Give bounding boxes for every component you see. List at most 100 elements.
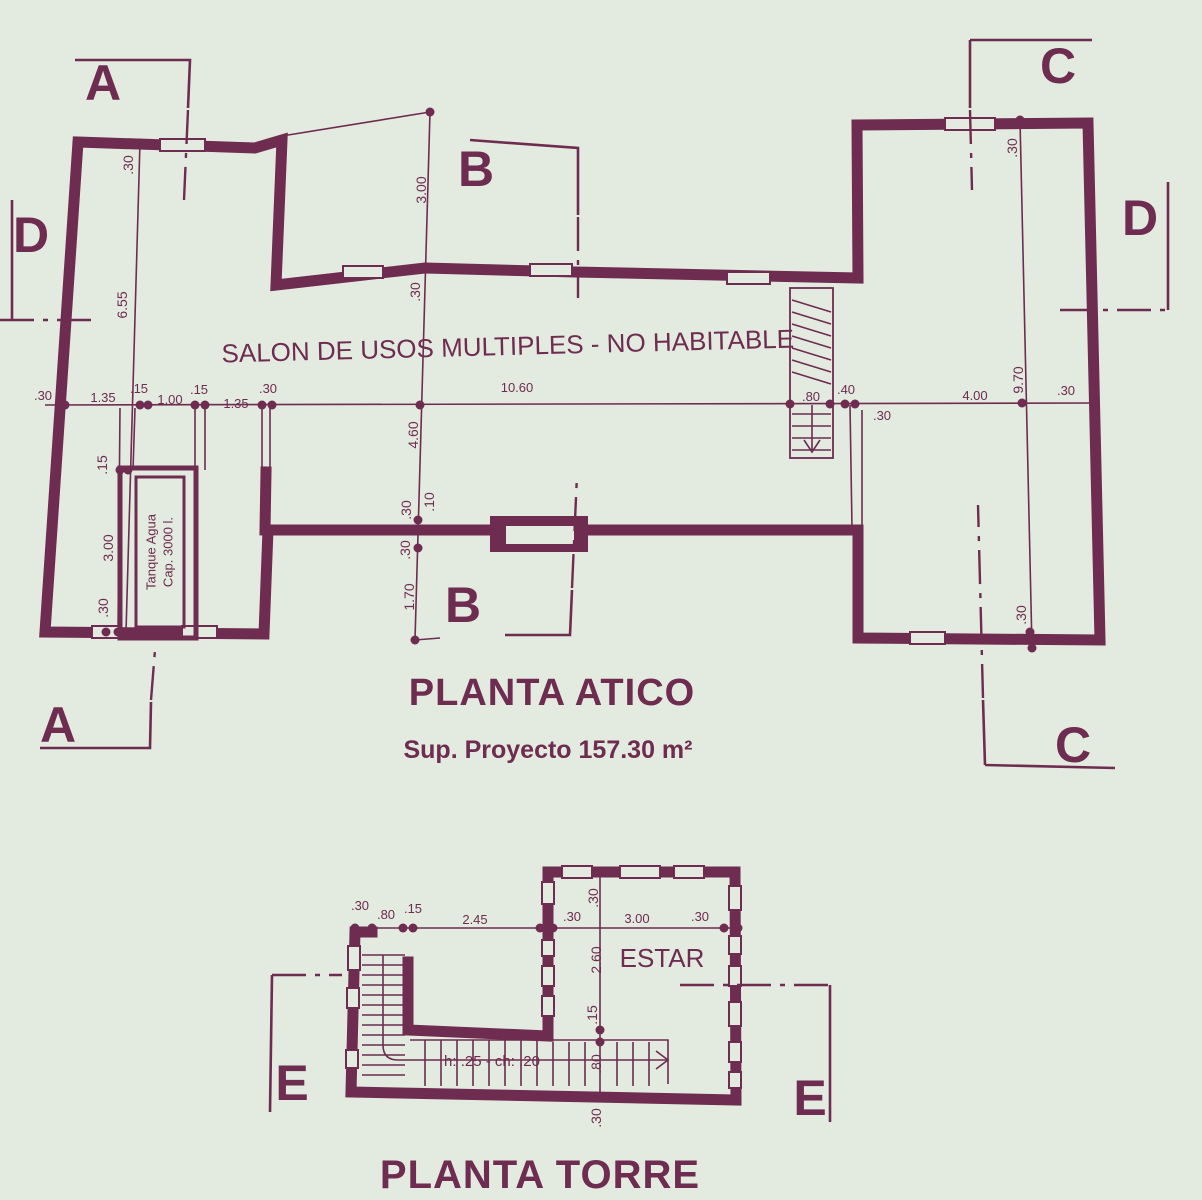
dimension-dot [595,1037,605,1047]
right-vertical-dimension-line [1019,119,1033,649]
dim-h: 2.45 [462,912,487,927]
dim-v-center: .30 [407,282,423,302]
section-d-left-label: D [13,207,49,263]
dim-h: .30 [259,381,277,396]
right-wing-edge-lines [849,404,863,529]
dimension-dot [1025,627,1035,637]
window-bottom-left-2 [181,625,218,639]
main-horizontal-dimension-line [44,402,1101,406]
water-tank-capacity: Cap. 3000 l. [161,517,176,587]
atico-section-lines [0,38,1172,770]
dim-v-center: .10 [421,492,437,512]
section-e-left-label: E [275,1055,308,1111]
dim-h: .30 [351,898,369,913]
dimension-dot [367,923,377,933]
section-a-top-line [75,58,192,109]
dimension-dot [1017,398,1027,408]
section-a-top-label: A [85,55,121,111]
window-upper-middle-1 [342,265,384,279]
dim-v-center: .30 [397,540,413,560]
dimension-dot [350,923,360,933]
window-torre-left-2 [541,939,555,957]
window-top-left [159,138,206,152]
dim-v: .30 [585,888,601,908]
window-torre-right-4 [728,1001,742,1027]
window-torre-right-6 [728,1071,742,1089]
dim-h: .30 [34,388,52,403]
dim-h: .15 [190,382,208,397]
dim-v-left: 6.55 [114,291,130,318]
window-upper-middle-2 [529,263,573,277]
dim-h: 3.00 [624,911,649,926]
dim-v-left: .30 [95,598,111,618]
section-d-right-label: D [1122,190,1158,246]
dim-h: .30 [691,909,709,924]
atico-stairs [789,287,834,459]
section-e-left-line [268,974,274,1113]
dimension-dot [398,923,408,933]
window-torre-top-1 [561,865,593,879]
dimension-dot [535,923,545,933]
dimension-dot [60,400,70,410]
window-torre-stair-2 [346,987,360,1009]
section-c-bottom-cut [976,504,985,699]
dimension-dot [595,1092,605,1102]
torre-outer-walls [345,866,742,1106]
dim-h: 10.60 [501,380,534,395]
dimension-dot [123,465,133,475]
dim-h: .80 [802,389,820,404]
dimension-dot [113,627,123,637]
section-b-bottom-cut [570,474,579,589]
section-c-bottom-line [981,699,1116,770]
dim-h: 1.00 [157,392,182,407]
dim-v-left: .30 [120,155,136,175]
dimension-dot [135,400,145,410]
stair-outline [789,287,834,459]
atico-horizontal-dimensions: .30 1.35 .15 1.00 .15 1.35 .30 10.60 .80… [34,380,1075,423]
section-c-top-line [968,38,1092,108]
upper-extension-line [281,111,431,137]
dimension-dot [1090,398,1100,408]
section-b-top-line [469,138,580,215]
section-a-bottom-label: A [40,697,76,753]
atico-dimension-lines [44,111,1101,649]
dim-h: 4.00 [962,388,987,403]
dimension-dot [425,107,435,117]
dimension-dot [267,400,277,410]
dimension-dot [595,1025,605,1035]
dimension-dot [101,627,111,637]
atico-vertical-dimensions: .30 6.55 .15 3.00 .30 3.00 .30 4.60 .30 … [94,138,1029,625]
dimension-dot [115,465,125,475]
dim-v-center: 4.60 [405,421,421,448]
stair-direction-arrow [803,405,821,454]
window-torre-stair-3 [345,1049,359,1069]
dim-v-center: 3.00 [413,176,429,203]
atico-dimension-dots [60,107,1100,653]
dimension-dot [1015,115,1025,125]
corridor-wall-box-inner [506,526,574,544]
dimension-dot [413,543,423,553]
dimension-dot [408,923,418,933]
dim-v-left: 3.00 [100,534,116,561]
dim-v: .15 [584,1005,600,1025]
dimension-dot [143,400,153,410]
dim-h: .30 [563,909,581,924]
atico-title: PLANTA ATICO [409,672,695,714]
dim-v-left: .15 [94,455,110,475]
stair-arrow [655,1050,670,1070]
stair-horizontal-run-treads [424,1040,650,1086]
dim-v: .80 [588,1054,604,1074]
stair-note: h: .25 - ch: .20 [444,1053,540,1070]
section-b-top-label: B [458,141,494,197]
torre-windows [345,865,742,1089]
section-a-bottom-line [40,701,153,750]
window-torre-right-3 [728,965,742,987]
section-c-top-label: C [1040,38,1076,94]
dim-h: .40 [837,382,855,397]
window-torre-left-1 [541,881,555,905]
window-torre-stair-1 [347,945,361,971]
dimension-dot [415,400,425,410]
water-tank: Tanque Agua Cap. 3000 l. [117,465,199,641]
stair-walkline [382,955,668,1061]
